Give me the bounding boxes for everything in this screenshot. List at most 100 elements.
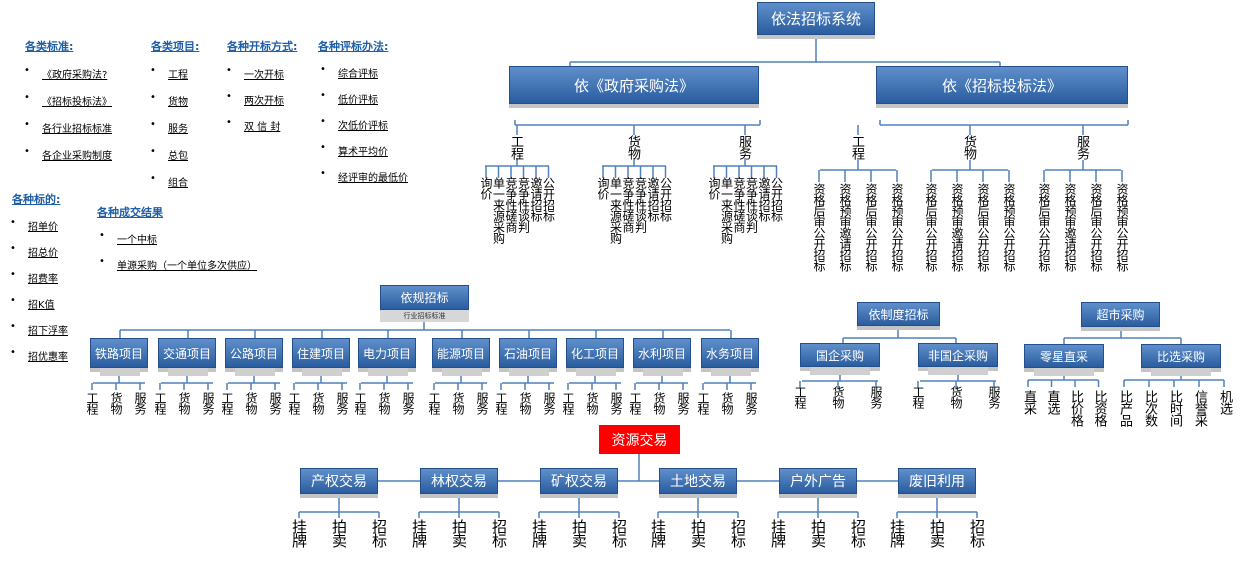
industry-leaf-label: 工程 <box>494 392 508 414</box>
resource-leaf-label: 挂牌 <box>769 519 787 547</box>
panel-item-text: 经评审的最低价 <box>338 173 408 184</box>
supermarket-item-node: 零星直采 <box>1024 344 1104 368</box>
bullet-icon: • <box>320 116 326 127</box>
industry-leaf-label: 工程 <box>427 392 441 414</box>
resource-leaf-label: 挂牌 <box>649 519 667 547</box>
system-leaf-label: 服务 <box>987 386 1001 408</box>
resource-item-node-label: 土地交易 <box>670 474 726 490</box>
resource-item-node-label: 产权交易 <box>311 474 367 490</box>
industry-project-node-label: 水利项目 <box>637 346 686 361</box>
resource-leaf-label: 挂牌 <box>530 519 548 547</box>
regulation-sub-box: 行业招标标准 <box>380 310 469 322</box>
panel-item-text: 服务 <box>168 124 188 135</box>
bid-leaf-label: 资格后审公开招标 <box>1089 183 1103 271</box>
supermarket-leaf-label: 信誉采 <box>1192 390 1207 426</box>
industry-leaf-label: 服务 <box>335 392 349 414</box>
system-leaf-label: 货物 <box>949 386 963 408</box>
bid-leaf-label: 资格后审公开招标 <box>1037 183 1051 271</box>
industry-project-node: 水利项目 <box>633 338 691 368</box>
system-leaf-label: 工程 <box>911 386 925 408</box>
supermarket-leaf-label: 比时间 <box>1167 390 1182 426</box>
industry-project-shadow <box>100 368 140 376</box>
industry-leaf-label: 服务 <box>542 392 556 414</box>
system-item-shadow <box>928 367 988 375</box>
industry-project-node-label: 公路项目 <box>229 346 278 361</box>
industry-project-node: 交通项目 <box>158 338 216 368</box>
industry-project-node-label: 住建项目 <box>296 346 345 361</box>
supermarket-item-shadow <box>1151 368 1211 376</box>
resource-item-node: 户外广告 <box>779 468 857 494</box>
panel-title-opening_methods: 各种开标方式: <box>227 40 298 53</box>
industry-project-shadow <box>509 368 549 376</box>
panel-item-text: 各行业招标标准 <box>42 124 112 135</box>
bullet-icon: • <box>226 65 232 76</box>
industry-project-node: 铁路项目 <box>90 338 148 368</box>
industry-leaf-label: 服务 <box>676 392 690 414</box>
gov-leaf-label: 邀请招标 <box>529 177 543 221</box>
bullet-icon: • <box>10 295 16 306</box>
bullet-icon: • <box>226 117 232 128</box>
supermarket-leaf-label: 比价格 <box>1068 390 1083 426</box>
industry-project-node-label: 水务项目 <box>705 346 754 361</box>
panel-item-text: 一个中标 <box>117 235 157 246</box>
root-node: 依法招标系统 <box>757 2 875 35</box>
panel-item-text: 招优惠率 <box>28 352 68 363</box>
industry-project-shadow <box>442 368 482 376</box>
resource-leaf-label: 拍卖 <box>450 519 468 547</box>
resource-leaf-label: 招标 <box>610 519 628 547</box>
gov-group-label: 工程 <box>508 135 523 159</box>
supermarket-item-node-label: 比选采购 <box>1156 349 1205 364</box>
bid-leaf-label: 资格预审公开招标 <box>1115 183 1129 271</box>
industry-project-node: 住建项目 <box>292 338 350 368</box>
bullet-icon: • <box>150 65 156 76</box>
gov-leaf-label: 询价 <box>707 177 721 199</box>
industry-leaf-label: 货物 <box>652 392 666 414</box>
gov-leaf-label: 公开招标 <box>541 177 556 221</box>
resource-leaf-label: 招标 <box>729 519 747 547</box>
bid-leaf-label: 资格预审公开招标 <box>890 183 904 271</box>
industry-leaf-label: 工程 <box>287 392 301 414</box>
bullet-icon: • <box>24 92 30 103</box>
industry-project-shadow <box>643 368 683 376</box>
regulation-node-label: 依规招标 <box>400 291 449 305</box>
industry-leaf-label: 货物 <box>451 392 465 414</box>
bid-law-node: 依《招标投标法》 <box>876 66 1128 104</box>
panel-item-text: 总包 <box>168 151 188 162</box>
panel-item-text: 招总价 <box>28 248 58 259</box>
resource-item-node: 林权交易 <box>420 468 498 494</box>
industry-project-node-label: 化工项目 <box>570 346 619 361</box>
panel-item-text: 招费率 <box>28 274 58 285</box>
gov-group-label: 货物 <box>625 135 640 159</box>
resource-leaf-label: 拍卖 <box>809 519 827 547</box>
industry-leaf-label: 货物 <box>377 392 391 414</box>
industry-leaf-label: 货物 <box>177 392 191 414</box>
industry-project-shadow <box>235 368 275 376</box>
gov-leaf-label: 单一来源采购 <box>719 177 734 243</box>
panel-title-bid_types: 各种标的: <box>12 193 61 206</box>
panel-item-text: 组合 <box>168 178 188 189</box>
industry-leaf-label: 服务 <box>268 392 282 414</box>
bullet-icon: • <box>320 142 326 153</box>
system-node: 依制度招标 <box>857 302 940 326</box>
industry-project-node-label: 铁路项目 <box>94 346 143 361</box>
gov-leaf-label: 询价 <box>596 177 610 199</box>
industry-leaf-label: 服务 <box>609 392 623 414</box>
bullet-icon: • <box>226 91 232 102</box>
industry-project-shadow <box>368 368 408 376</box>
panel-item-text: 两次开标 <box>244 96 284 107</box>
supermarket-node-label: 超市采购 <box>1096 308 1145 322</box>
panel-title-eval_methods: 各种评标办法: <box>318 40 389 53</box>
gov-leaf-label: 竞争性谈判 <box>633 177 648 232</box>
bid-leaf-label: 资格后审公开招标 <box>976 183 990 271</box>
bid-leaf-label: 资格预审邀请招标 <box>950 183 964 271</box>
system-leaf-label: 工程 <box>793 386 807 408</box>
industry-leaf-label: 工程 <box>561 392 575 414</box>
bullet-icon: • <box>150 146 156 157</box>
resource-leaf-label: 拍卖 <box>570 519 588 547</box>
panel-item-text: 招K值 <box>28 300 55 311</box>
resource-item-node: 产权交易 <box>300 468 378 494</box>
supermarket-node: 超市采购 <box>1081 302 1160 327</box>
panel-item-text: 工程 <box>168 70 188 81</box>
resource-leaf-label: 挂牌 <box>290 519 308 547</box>
gov-leaf-label: 单一来源采购 <box>608 177 623 243</box>
